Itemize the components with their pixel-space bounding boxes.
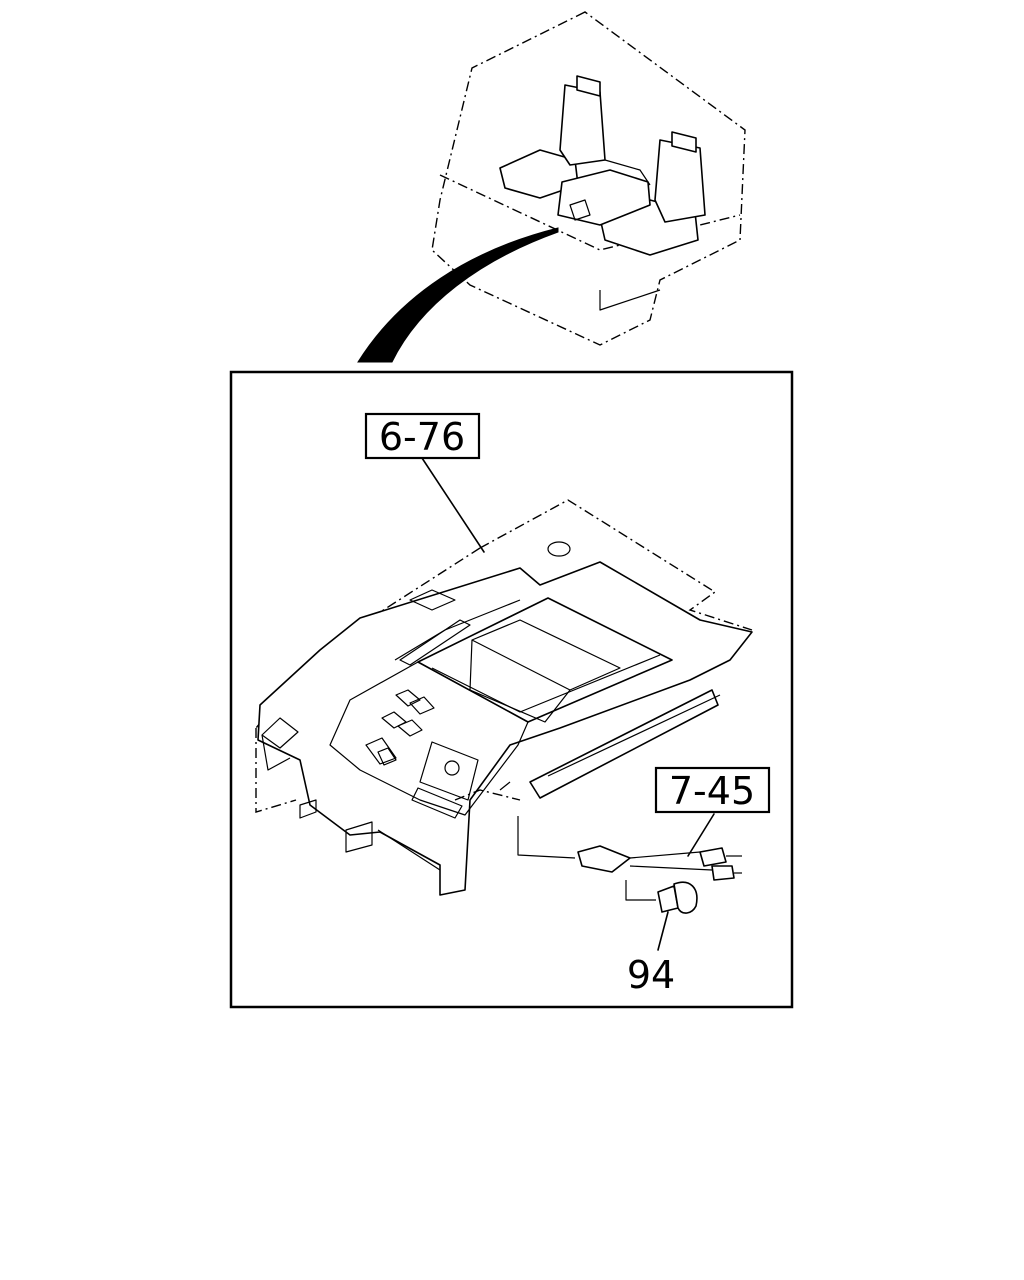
cab-overview <box>357 11 746 363</box>
screw-part-94 <box>625 880 698 951</box>
callout-label: 94 <box>627 953 675 997</box>
callout-7-45[interactable]: 7-45 <box>654 766 771 814</box>
detail-frame <box>229 370 794 1009</box>
callout-label: 6-76 <box>379 415 465 459</box>
callout-6-76[interactable]: 6-76 <box>364 412 481 460</box>
cable-assembly <box>454 781 742 881</box>
callout-94[interactable]: 94 <box>627 953 675 997</box>
center-console <box>255 499 753 896</box>
leader-6-76 <box>421 457 485 553</box>
callout-label: 7-45 <box>669 769 755 813</box>
floor-hole <box>547 541 571 557</box>
